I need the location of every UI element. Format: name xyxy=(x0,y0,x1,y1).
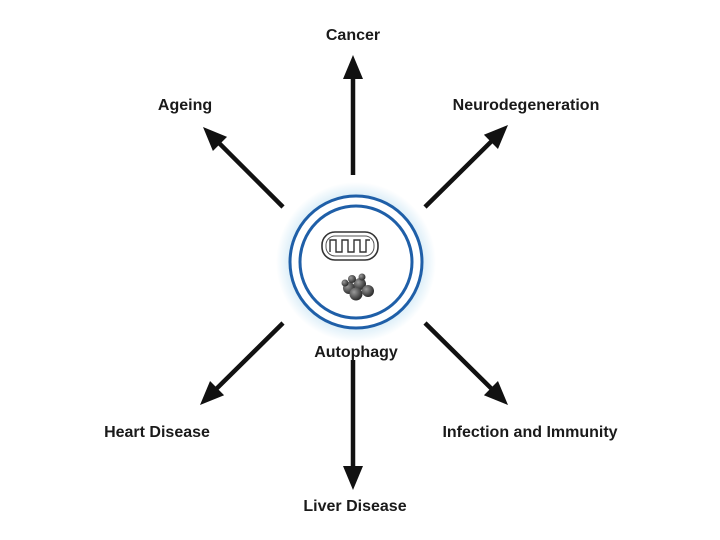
autophagosome-icon xyxy=(276,182,436,342)
center-label: Autophagy xyxy=(314,344,398,361)
label-ageing: Ageing xyxy=(158,97,212,114)
arrow-to-neurodegeneration-shaft xyxy=(423,138,494,209)
arrow-to-cancer xyxy=(343,55,363,175)
label-neurodegeneration: Neurodegeneration xyxy=(453,97,600,114)
arrow-to-infection-and-immunity-head xyxy=(483,381,508,405)
inner-membrane xyxy=(298,204,414,320)
arrow-to-heart-disease xyxy=(200,321,285,405)
arrow-to-ageing-head xyxy=(203,127,228,152)
arrows-group xyxy=(200,55,508,490)
arrow-to-infection-and-immunity xyxy=(423,321,508,405)
arrow-to-heart-disease-shaft xyxy=(214,321,285,392)
arrow-to-neurodegeneration xyxy=(423,125,508,209)
protein-aggregate-icon xyxy=(341,273,374,301)
label-heart-disease: Heart Disease xyxy=(104,424,210,441)
mitochondrion-icon xyxy=(321,231,379,261)
label-cancer: Cancer xyxy=(326,27,380,44)
arrow-to-ageing xyxy=(203,127,285,209)
arrow-to-ageing-shaft xyxy=(216,140,285,209)
arrow-to-neurodegeneration-head xyxy=(483,125,508,149)
arrow-to-infection-and-immunity-shaft xyxy=(423,321,494,392)
label-liver-disease: Liver Disease xyxy=(303,498,406,515)
arrow-to-liver-disease-head xyxy=(343,466,363,490)
label-infection-and-immunity: Infection and Immunity xyxy=(442,424,617,441)
arrow-to-liver-disease xyxy=(343,360,363,490)
arrow-to-heart-disease-head xyxy=(200,381,225,405)
arrow-to-cancer-head xyxy=(343,55,363,79)
